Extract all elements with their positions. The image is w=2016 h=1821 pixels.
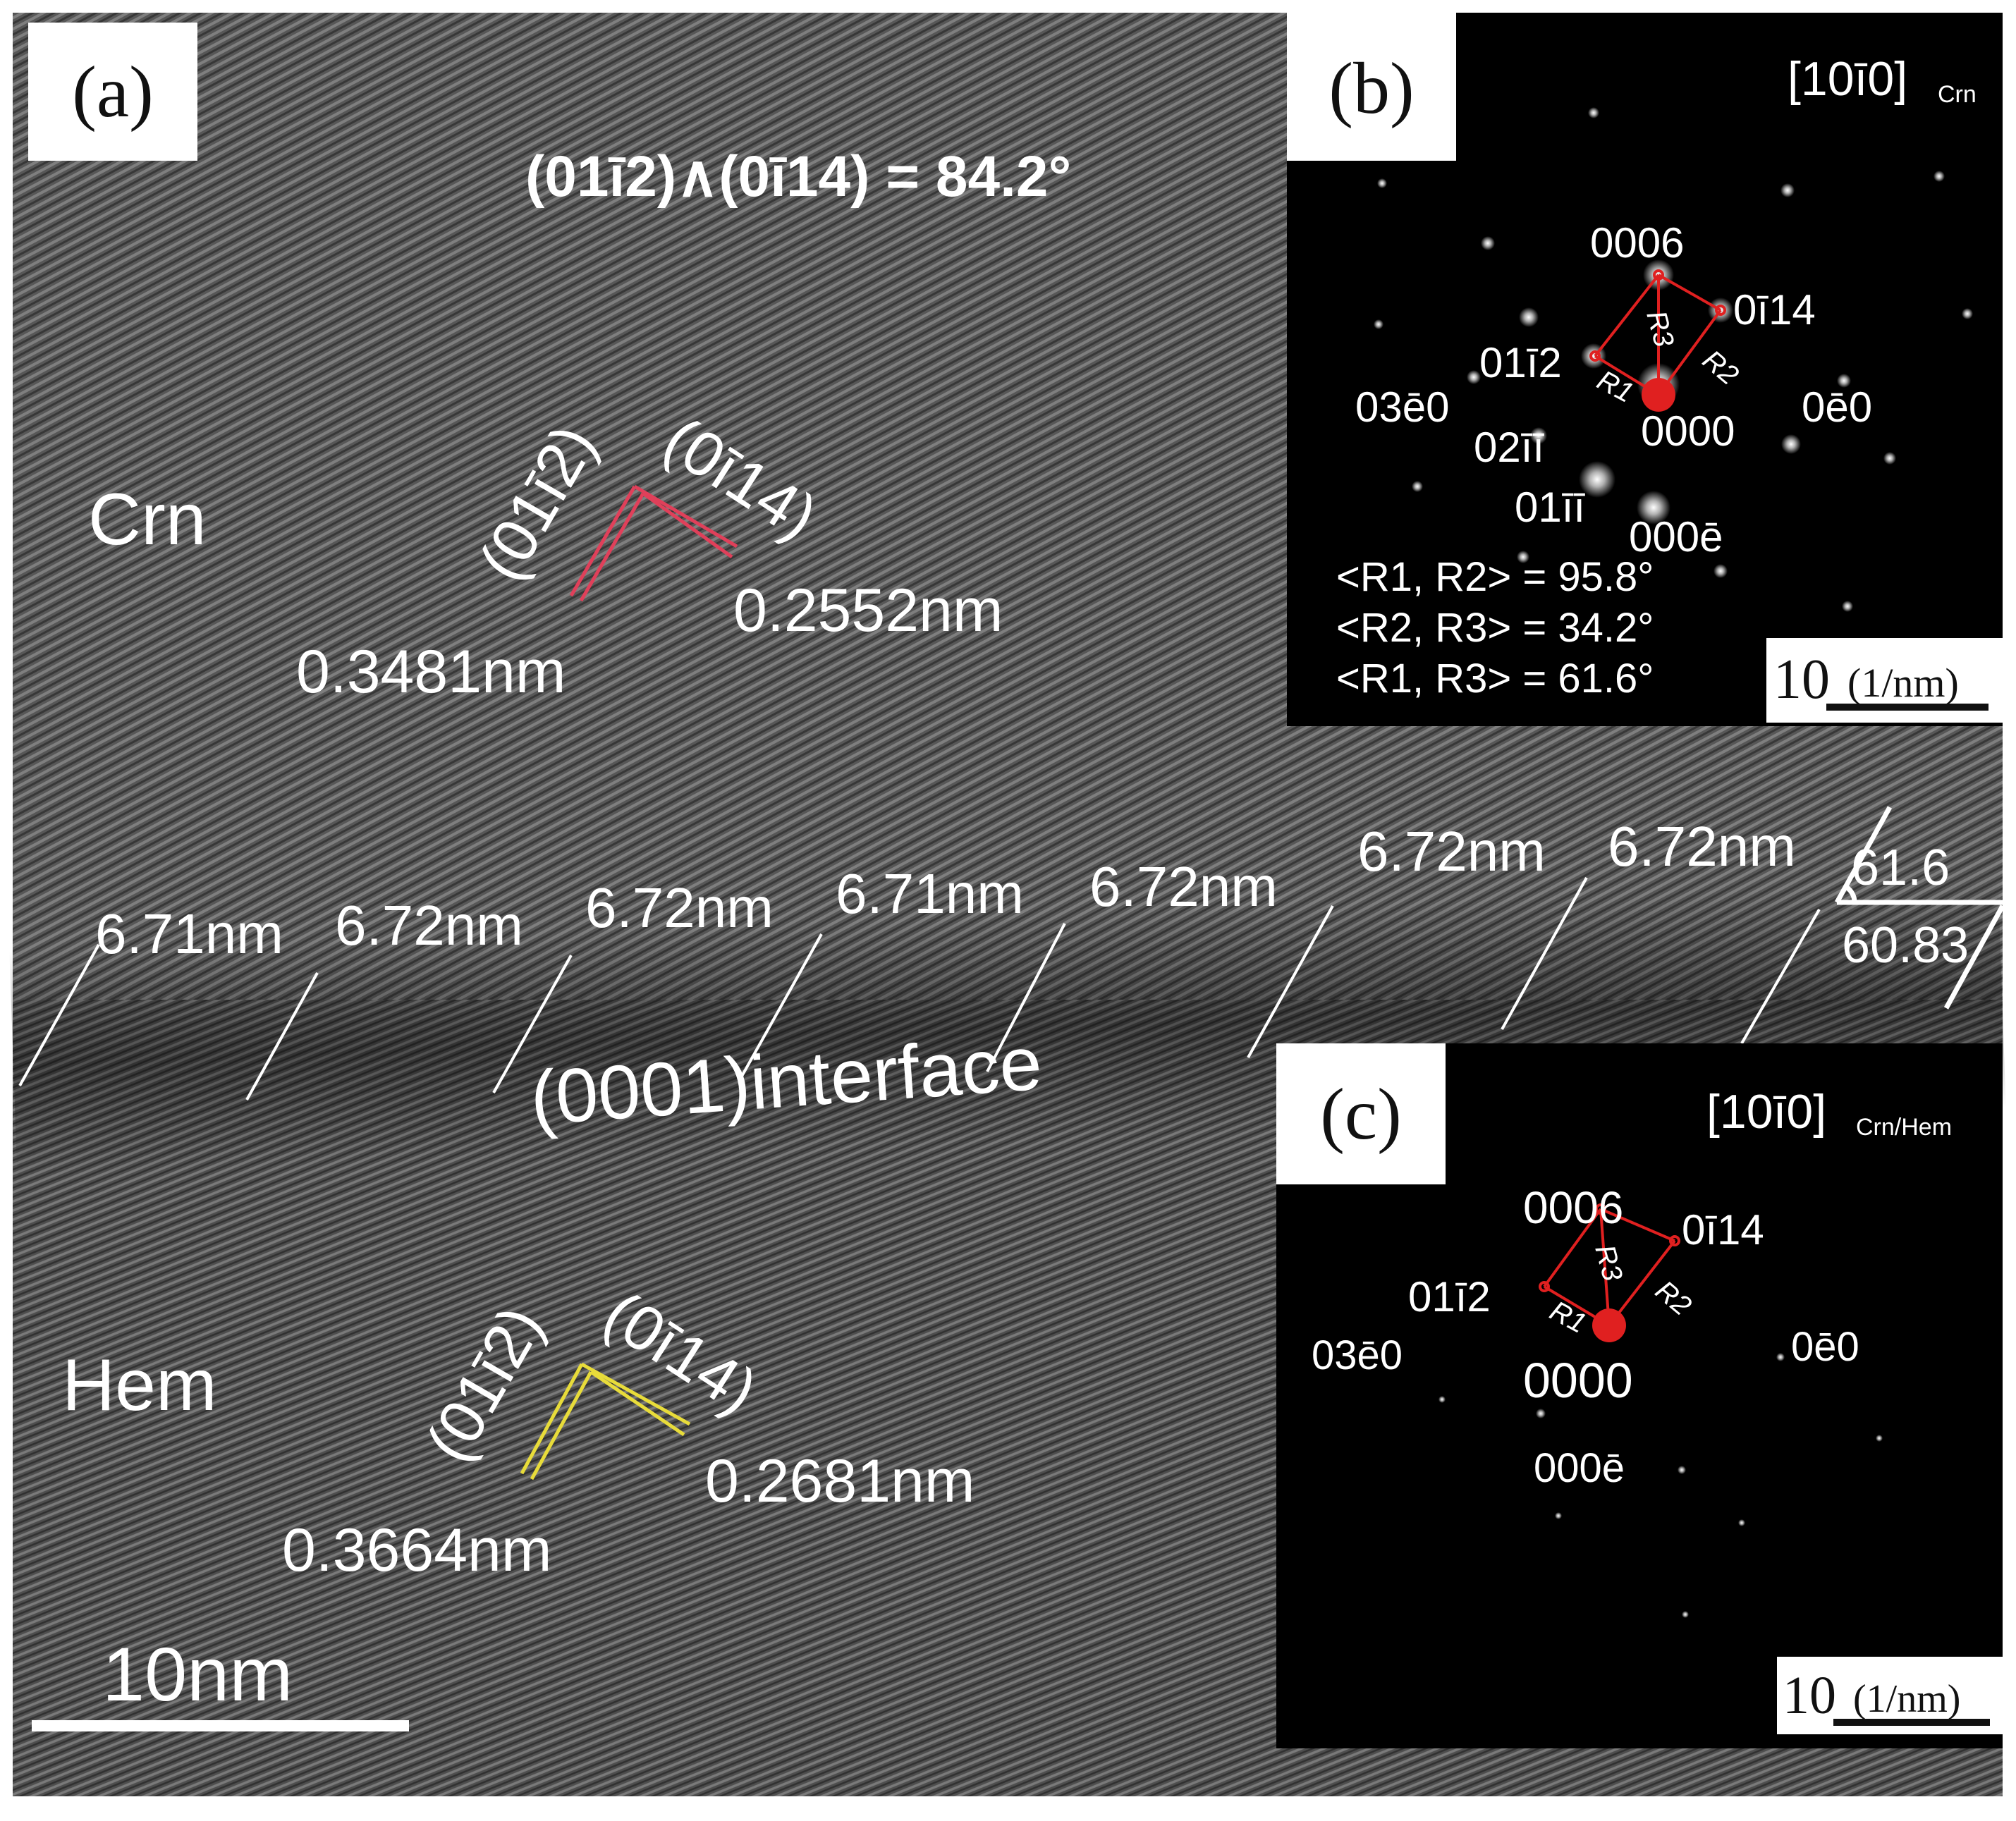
panel-c-spot-0-114: 0ī14 [1682,1206,1764,1253]
panel-c-label: (c) [1320,1074,1401,1155]
panel-c-scale-unit: (1/nm) [1853,1677,1960,1721]
crn-d-spacing-1: 0.3481nm [296,638,566,706]
panel-c-spot-0000: 0000 [1523,1353,1633,1408]
phase-label-hem: Hem [62,1344,217,1426]
period-spacing-2: 6.72nm [335,894,523,957]
crn-d-spacing-2: 0.2552nm [733,577,1003,644]
interface-period-lines [18,877,1821,1100]
panel-c-spot-01-12: 01ī2 [1408,1273,1491,1320]
panel-b-angle-r2-r3: <R2, R3> = 34.2° [1336,605,1654,651]
panel-b-scale-value: 10 [1773,649,1830,711]
angle-upper: 61.6 [1851,840,1950,896]
panel-b-origin-marker [1642,378,1675,412]
panel-c-zone-axis: [10ī0] [1706,1085,1826,1139]
panel-c-spot-000-6: 000ē [1534,1445,1625,1491]
panel-c-spot-0006: 0006 [1523,1182,1623,1233]
angle-lower: 60.83 [1842,917,1969,974]
scale-bar-label: 10nm [102,1631,293,1717]
panel-b-spot-000-6: 000ē [1629,513,1723,560]
period-spacing-1: 6.71nm [95,902,283,965]
panel-b-spot-03-30-left: 03ē0 [1355,384,1449,431]
hem-d-spacing-2: 0.2681nm [705,1447,975,1515]
period-spacing-5: 6.72nm [1089,855,1278,918]
angle-title: (01ī2)∧(0ī14) = 84.2° [525,145,1071,209]
panel-c-spot-0-330-right: 0ē0 [1791,1324,1859,1370]
period-spacing-3: 6.72nm [585,876,774,939]
panel-c-zone-subscript: Crn/Hem [1856,1114,1952,1141]
panel-b-angle-r1-r3: <R1, R3> = 61.6° [1336,656,1654,701]
panel-b-spot-0006: 0006 [1590,219,1684,266]
panel-b-spot-02-2-2: 02īī [1474,424,1544,471]
panel-c-origin-marker [1592,1308,1626,1342]
period-spacing-7: 6.72nm [1608,815,1796,878]
panel-b-zone-axis: [10ī0] [1788,52,1907,106]
panel-b-spot-0-114: 0ī14 [1733,286,1816,333]
panel-c: (c) [10ī0] Crn/Hem R1 R2 R3 [1276,1043,2003,1748]
panel-b-spot-0000: 0000 [1641,407,1735,455]
panel-a-label: (a) [72,51,153,133]
panel-c-scale-bar [1833,1719,1990,1726]
panel-b-spot-0-330-right: 0ē0 [1802,384,1872,431]
phase-label-crn: Crn [88,479,207,560]
period-spacing-6: 6.72nm [1357,820,1546,883]
panel-b: (b) [10ī0] Crn [1287,13,2003,726]
panel-c-label-box [1276,1043,1446,1184]
panel-b-angle-r1-r2: <R1, R2> = 95.8° [1336,554,1654,600]
panel-c-scale-value: 10 [1783,1666,1836,1725]
angle-indicator [1834,806,2005,1010]
hem-d-spacing-1: 0.3664nm [282,1516,552,1584]
panel-b-spot-01-12: 01ī2 [1479,339,1562,386]
panel-b-scale-bar [1826,704,1988,711]
panel-c-spot-03-30-left: 03ē0 [1312,1332,1403,1378]
panel-b-scale-unit: (1/nm) [1847,660,1959,706]
panel-b-label-box [1287,13,1456,161]
scale-bar [32,1720,409,1731]
panel-a-label-box [28,23,197,161]
panel-b-spot-01-1-4: 01īī [1515,484,1585,531]
period-spacing-4: 6.71nm [836,862,1024,925]
panel-b-zone-subscript: Crn [1938,81,1977,108]
hem-plane-markers [520,1362,691,1480]
crn-plane-markers [569,484,738,602]
panel-b-label: (b) [1328,48,1414,129]
